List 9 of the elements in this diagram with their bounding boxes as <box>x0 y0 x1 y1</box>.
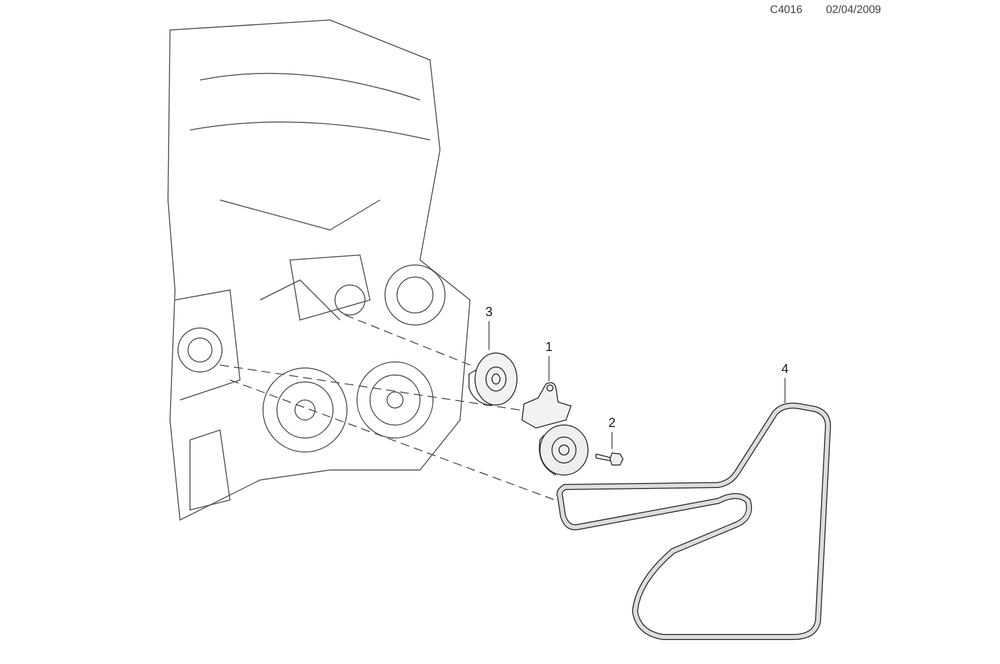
leader-line <box>548 356 550 382</box>
callout-number: 2 <box>606 415 618 430</box>
drawing-number: C4016 <box>770 4 802 16</box>
callout-number: 1 <box>543 339 555 354</box>
date-label: 02/04/2009 <box>826 4 882 16</box>
leader-line <box>784 378 786 404</box>
callout-number: 4 <box>779 361 791 376</box>
callout-number: 3 <box>483 304 495 319</box>
leader-line <box>488 320 490 350</box>
